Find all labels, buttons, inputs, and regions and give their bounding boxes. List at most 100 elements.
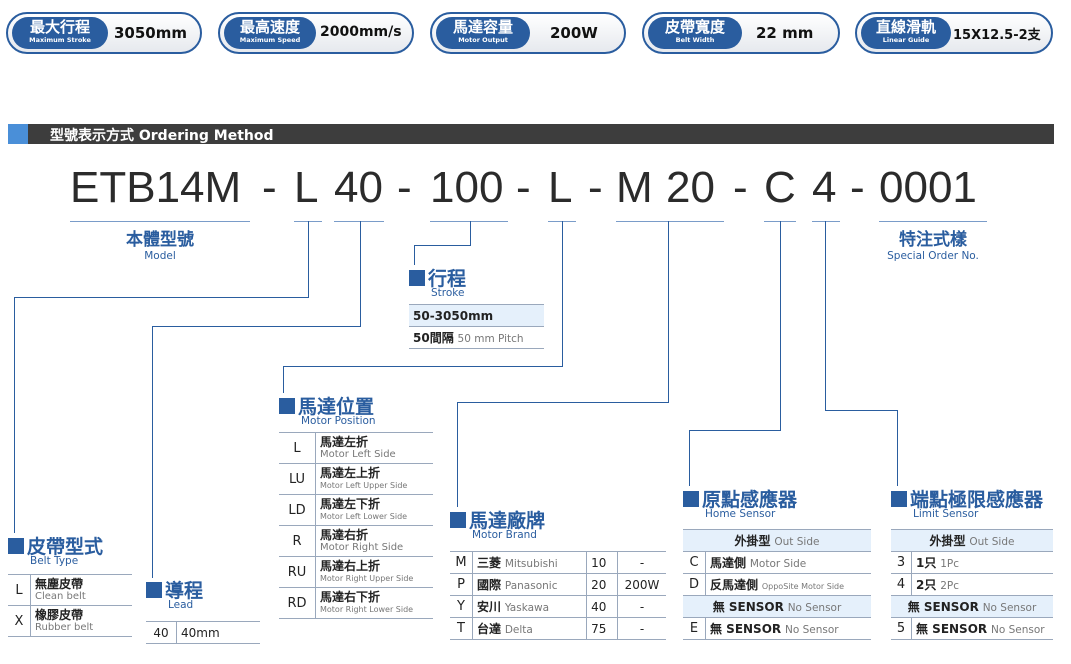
desc-en: Motor Right Upper Side [320, 573, 414, 583]
stroke-pitch-en: 50 mm Pitch [457, 333, 524, 345]
belt-type-subtitle: Belt Type [30, 555, 79, 567]
spec-tag: 最大行程 Maximum Stroke [12, 17, 108, 49]
connector-line [414, 245, 415, 265]
header-cell: 外掛型 Out Side [891, 529, 1053, 552]
limit-sensor-subtitle: Limit Sensor [913, 508, 979, 520]
connector-line [14, 297, 309, 298]
code-cell: RU [279, 556, 316, 588]
brand-en: Delta [504, 624, 533, 636]
square-bullet-icon [891, 491, 907, 507]
desc-en: Rubber belt [35, 621, 94, 633]
spec-value: 15X12.5-2支 [953, 28, 1041, 43]
spec-label-en: Motor Output [458, 36, 508, 44]
spec-pill-max-stroke: 最大行程 Maximum Stroke 3050mm [6, 12, 202, 54]
code-dash: - [397, 163, 412, 212]
spec-label: 直線滑軌 [875, 18, 936, 36]
code-dash: - [516, 163, 531, 212]
spec-value: 3050mm [114, 24, 188, 42]
lead-value-cell: 40mm [176, 621, 260, 644]
spec-value: 22 mm [756, 24, 814, 42]
header-cell: 無 SENSOR No Sensor [891, 595, 1053, 618]
model-label-en: Model [144, 250, 176, 262]
output-code-cell: 75 [586, 617, 618, 640]
motor-position-header: 馬達位置 Motor Position [279, 392, 376, 427]
square-bullet-icon [146, 582, 162, 598]
connector-line [470, 221, 471, 246]
belt-type-header: 皮帶型式 Belt Type [8, 532, 103, 567]
code-cell: 3 [891, 551, 912, 574]
spec-label: 馬達容量 [452, 18, 513, 36]
desc-cell: 無 SENSOR No Sensor [705, 617, 871, 640]
brand-zh: 國際 [477, 578, 502, 592]
square-bullet-icon [409, 270, 425, 286]
lead-header: 導程 Lead [146, 576, 203, 611]
spec-pill-max-speed: 最高速度 Maximum Speed 2000mm/s [218, 12, 414, 54]
motor-brand-subtitle: Motor Brand [472, 529, 537, 541]
connector-line [457, 402, 669, 403]
header-cell: 外掛型 Out Side [683, 529, 871, 552]
spec-label: 最高速度 [239, 18, 300, 36]
desc-cell: 反馬達側 OppoSite Motor Side [705, 573, 871, 596]
desc-zh: 1只 [916, 556, 937, 570]
header-zh: 無 SENSOR [712, 600, 784, 614]
desc-en: No Sensor [784, 624, 839, 636]
connector-line [283, 366, 563, 367]
code-underline [812, 221, 840, 222]
spec-pill-motor-output: 馬達容量 Motor Output 200W [430, 12, 626, 54]
code-cell: T [450, 617, 473, 640]
connector-line [780, 221, 781, 431]
section-title: 型號表示方式 Ordering Method [50, 128, 274, 144]
code-cell: C [683, 551, 706, 574]
table-row: 無 SENSOR No Sensor [683, 595, 871, 618]
connector-line [457, 402, 458, 507]
code-dash: - [733, 163, 748, 212]
desc-en: 2Pc [940, 580, 959, 592]
brand-en: Yaskawa [504, 602, 550, 614]
desc-cell: 無 SENSOR No Sensor [911, 617, 1053, 640]
motor-brand-title: 馬達廠牌 [469, 510, 546, 532]
brand-en: Panasonic [504, 580, 558, 592]
spec-pill-belt-width: 皮帶寬度 Belt Width 22 mm [642, 12, 840, 54]
spec-tag: 最高速度 Maximum Speed [224, 17, 316, 49]
connector-line [668, 221, 669, 403]
spec-label-en: Linear Guide [882, 36, 930, 44]
code-cell: E [683, 617, 706, 640]
table-row: 無 SENSOR No Sensor [891, 595, 1053, 618]
connector-line [414, 245, 471, 246]
square-bullet-icon [683, 491, 699, 507]
desc-zh: 馬達右折 [320, 527, 369, 542]
output-code-cell: 20 [586, 573, 618, 596]
spec-label: 皮帶寬度 [664, 18, 725, 36]
desc-zh: 無塵皮帶 [35, 576, 84, 591]
desc-zh: 馬達右下折 [320, 589, 381, 604]
brand-cell: 台達 Delta [471, 617, 587, 640]
stroke-range: 50-3050mm [409, 304, 544, 327]
header-en: Out Side [774, 536, 820, 548]
spec-tag: 馬達容量 Motor Output [436, 17, 530, 49]
brand-zh: 安川 [477, 600, 502, 614]
desc-en: OppoSite Motor Side [761, 582, 845, 591]
desc-en: 1Pc [940, 558, 959, 570]
square-bullet-icon [279, 398, 295, 414]
output-value-cell: - [617, 617, 666, 640]
code-cell: M [450, 551, 473, 574]
brand-cell: 三菱 Mitsubishi [471, 551, 587, 574]
code-underline [70, 221, 250, 222]
